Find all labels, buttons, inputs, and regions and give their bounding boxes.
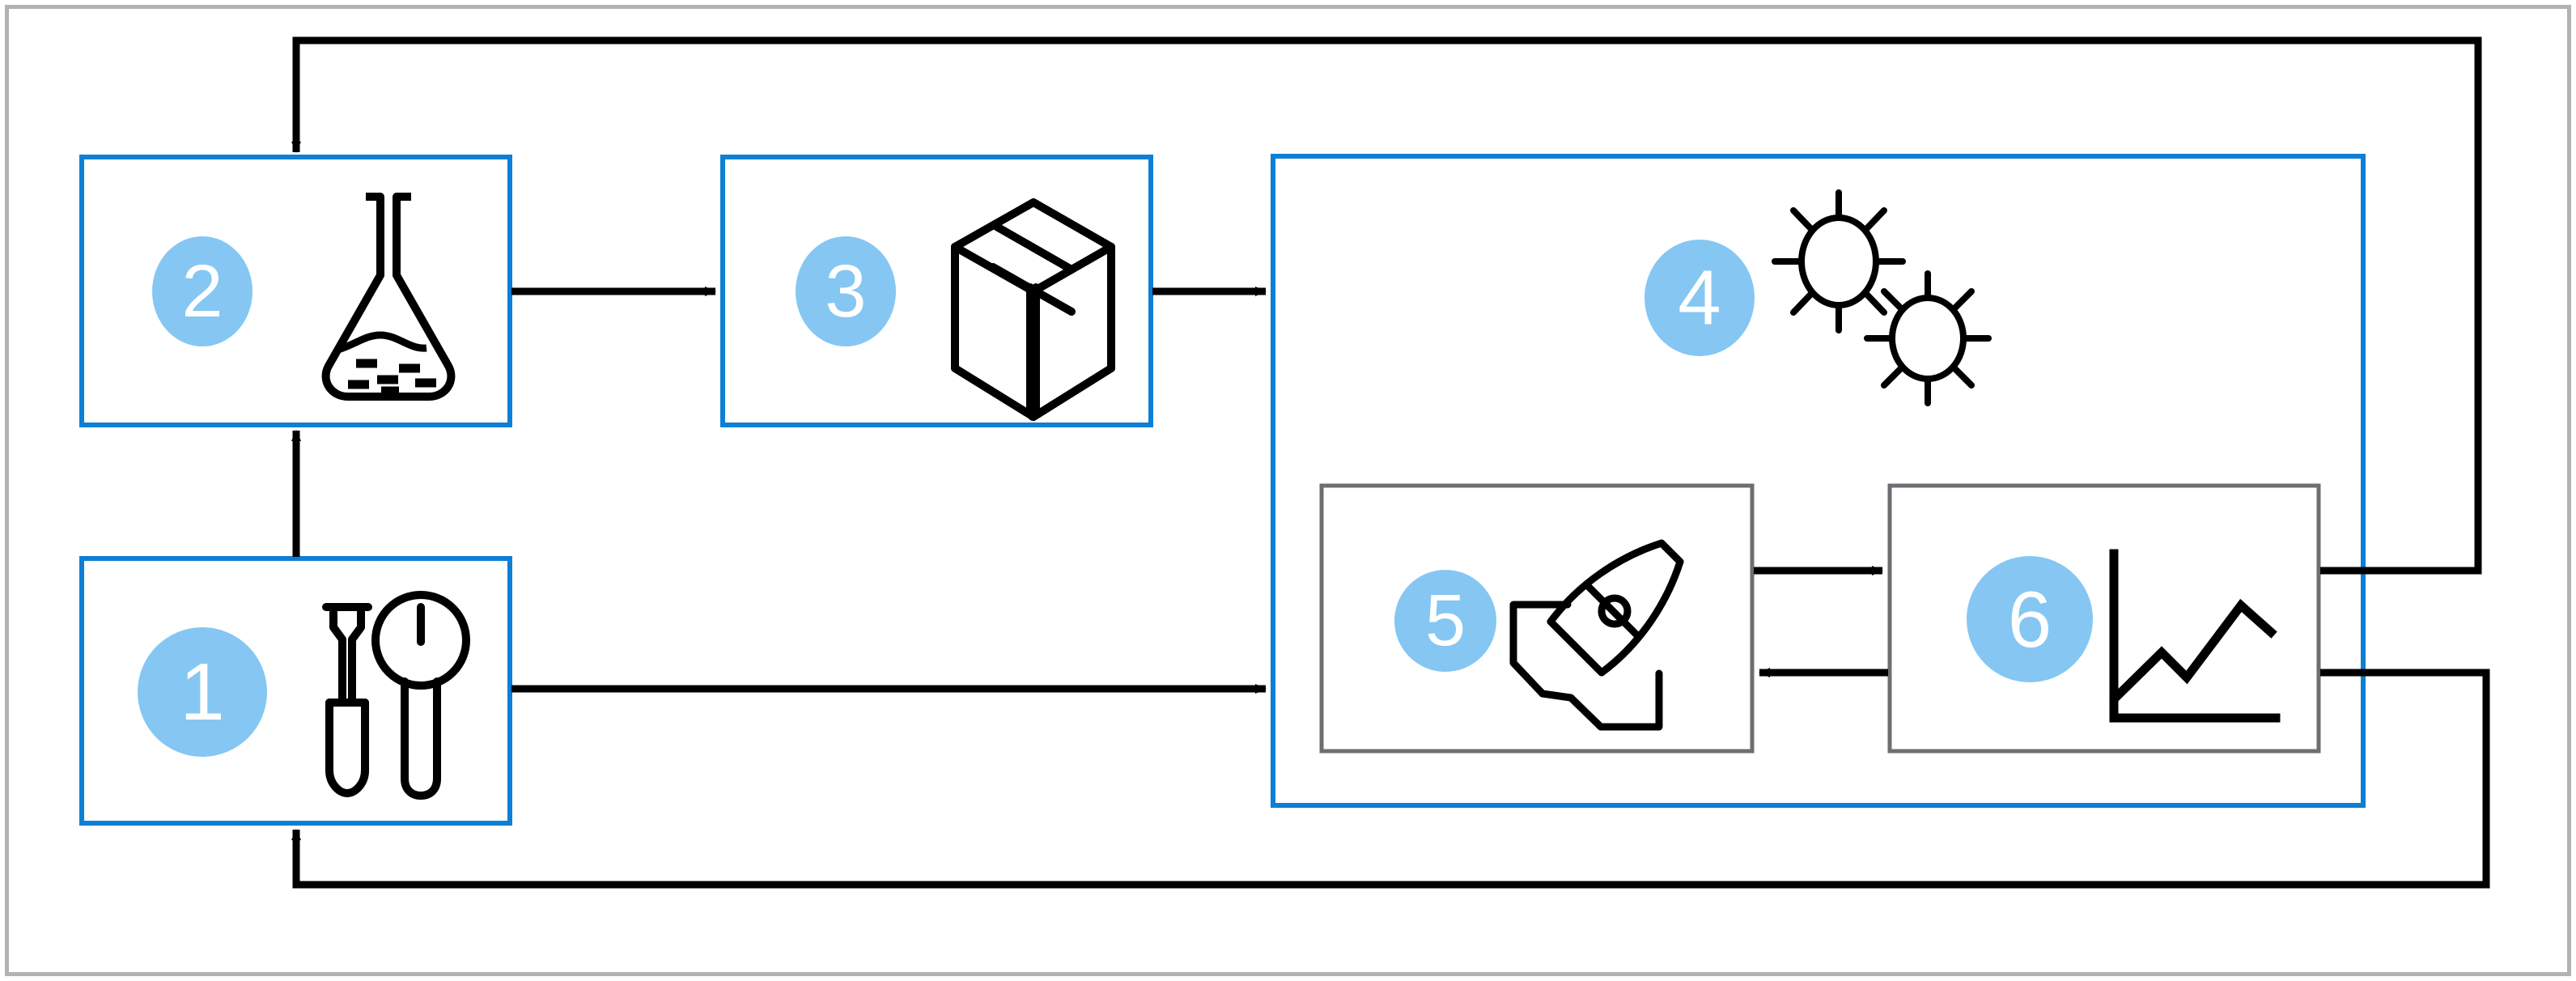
germs-icon [1772,189,1992,406]
outer-frame [5,5,2571,976]
node-2[interactable]: 2 [79,155,512,427]
node-5-badge [1394,570,1496,672]
feedback-node6-to-node1 [291,669,2490,889]
node-3-badge [796,236,896,346]
node-2-badge-label: 2 [181,250,223,333]
node-1-badge-label: 1 [180,647,225,737]
node-3[interactable]: 3 [720,155,1153,427]
node-6-border[interactable] [1887,483,2321,754]
package-box-icon [951,198,1115,421]
node-6-badge-label: 6 [2008,575,2052,664]
rocket-icon [1509,539,1684,731]
node-1-badge [138,627,267,757]
node-6[interactable]: 6 [1887,483,2321,754]
line-chart-icon [2109,549,2281,723]
node-5[interactable]: 5 [1319,483,1755,754]
node-5-border[interactable] [1319,483,1755,754]
node-4-badge [1644,240,1755,356]
feedback-node6-to-node2 [291,36,2482,575]
germ-large-upper [1772,189,1906,333]
node-3-border[interactable] [720,155,1153,427]
node-3-badge-label: 3 [825,250,866,333]
node-5-badge-label: 5 [1425,580,1466,661]
germ-small-lower [1864,270,1992,406]
lab-tools-icon [322,591,470,800]
node-2-badge [152,236,253,346]
node-6-badge [1967,556,2093,682]
node-1[interactable]: 1 [79,556,512,826]
node-4-badge-label: 4 [1678,255,1721,342]
erlenmeyer-flask-icon [321,193,456,401]
